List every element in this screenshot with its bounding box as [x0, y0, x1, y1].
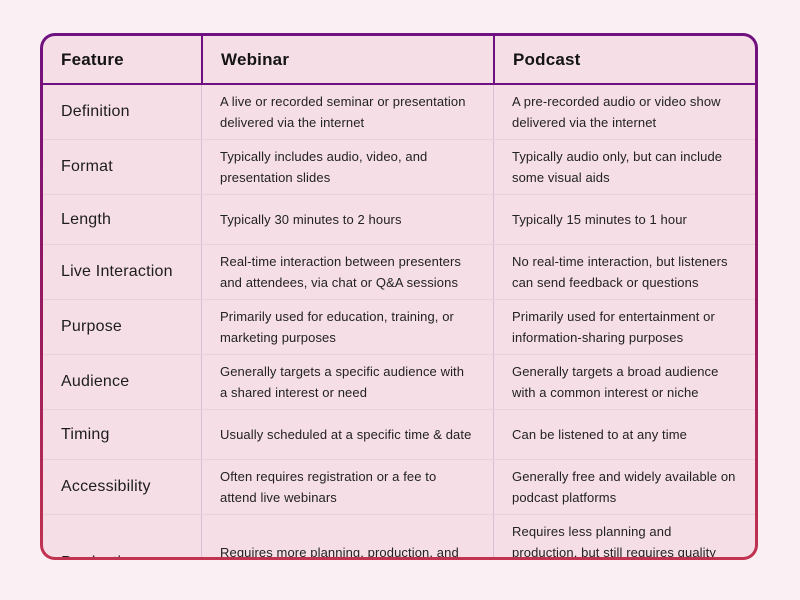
header-cell-podcast: Podcast [493, 36, 755, 83]
header-cell-webinar: Webinar [201, 36, 493, 83]
header-cell-feature: Feature [61, 49, 124, 69]
feature-label-cell: Live Interaction [61, 263, 173, 280]
webinar-value-cell: Real-time interaction between presenters… [201, 245, 493, 299]
feature-label-cell: Purpose [61, 318, 122, 335]
podcast-value-cell: Requires less planning and production, b… [493, 515, 755, 557]
table-row: Accessibility Often requires registratio… [43, 459, 755, 514]
feature-label-cell: Accessibility [61, 478, 151, 495]
table-body: Definition A live or recorded seminar or… [43, 85, 755, 557]
feature-label-cell: Definition [61, 103, 130, 120]
feature-label-cell: Timing [61, 425, 110, 443]
webinar-value-cell: Typically includes audio, video, and pre… [201, 140, 493, 194]
webinar-value-cell: Requires more planning, production, and … [201, 515, 493, 557]
table-row: Timing Usually scheduled at a specific t… [43, 409, 755, 459]
feature-label-cell: Length [61, 210, 112, 228]
webinar-value-cell: A live or recorded seminar or presentati… [201, 85, 493, 139]
podcast-value-cell: Generally targets a broad audience with … [493, 355, 755, 409]
table-row: Audience Generally targets a specific au… [43, 354, 755, 409]
table-header-row: Feature Webinar Podcast [43, 36, 755, 85]
table-row: Production Requires more planning, produ… [43, 514, 755, 557]
podcast-value-cell: Can be listened to at any time [493, 410, 755, 459]
table-row: Definition A live or recorded seminar or… [43, 85, 755, 139]
webinar-value-cell: Typically 30 minutes to 2 hours [201, 195, 493, 244]
podcast-value-cell: Generally free and widely available on p… [493, 460, 755, 514]
webinar-value-cell: Usually scheduled at a specific time & d… [201, 410, 493, 459]
table-row: Live Interaction Real-time interaction b… [43, 244, 755, 299]
table-row: Format Typically includes audio, video, … [43, 139, 755, 194]
podcast-value-cell: Typically 15 minutes to 1 hour [493, 195, 755, 244]
webinar-value-cell: Primarily used for education, training, … [201, 300, 493, 354]
table-row: Length Typically 30 minutes to 2 hours T… [43, 194, 755, 244]
webinar-value-cell: Generally targets a specific audience wi… [201, 355, 493, 409]
feature-label-cell: Audience [61, 373, 130, 390]
podcast-value-cell: Primarily used for entertainment or info… [493, 300, 755, 354]
comparison-table-frame: Feature Webinar Podcast Definition A liv… [40, 33, 758, 560]
webinar-value-cell: Often requires registration or a fee to … [201, 460, 493, 514]
podcast-value-cell: Typically audio only, but can include so… [493, 140, 755, 194]
feature-label-cell: Production [43, 515, 201, 557]
podcast-value-cell: No real-time interaction, but listeners … [493, 245, 755, 299]
table-row: Purpose Primarily used for education, tr… [43, 299, 755, 354]
podcast-value-cell: A pre-recorded audio or video show deliv… [493, 85, 755, 139]
feature-label-cell: Format [61, 158, 113, 175]
webinar-vs-podcast-table: Feature Webinar Podcast Definition A liv… [43, 36, 755, 557]
